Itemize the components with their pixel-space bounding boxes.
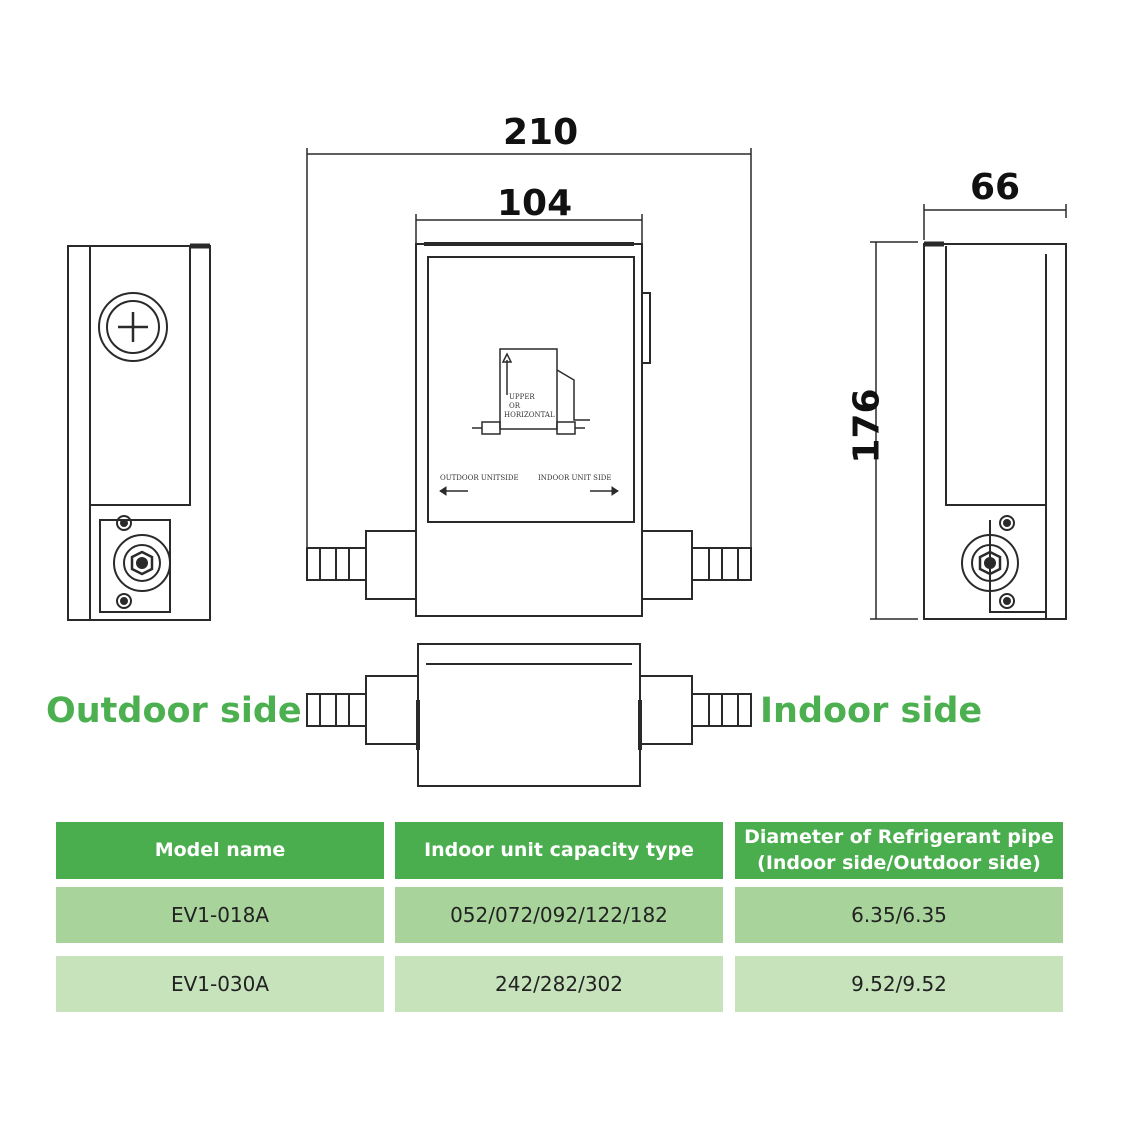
table-row-2-capacity: 242/282/302 (395, 956, 723, 1012)
header-model-name: Model name (56, 822, 384, 879)
height-dimension: 176 (846, 388, 888, 464)
header-pipe-diameter: Diameter of Refrigerant pipe (Indoor sid… (735, 822, 1063, 879)
overall-width-dimension: 210 (503, 112, 579, 153)
plate-horizontal-text: HORIZONTAL (504, 411, 555, 419)
right-side-view (870, 204, 1067, 620)
left-side-view (67, 243, 211, 621)
header-capacity-type: Indoor unit capacity type (395, 822, 723, 879)
depth-dimension: 66 (970, 167, 1021, 208)
outdoor-side-label: Outdoor side (46, 691, 302, 731)
front-view (306, 148, 752, 617)
top-view (306, 643, 752, 787)
table-row-2-diameter: 9.52/9.52 (735, 956, 1063, 1012)
plate-indoor-text: INDOOR UNIT SIDE (538, 474, 611, 482)
table-row-1-model: EV1-018A (56, 887, 384, 943)
plate-outdoor-text: OUTDOOR UNITSIDE (440, 474, 519, 482)
plate-upper-text: UPPER (509, 393, 535, 401)
table-row-1-diameter: 6.35/6.35 (735, 887, 1063, 943)
table-row-2-model: EV1-030A (56, 956, 384, 1012)
indoor-side-label: Indoor side (760, 691, 983, 731)
body-width-dimension: 104 (497, 183, 573, 224)
table-row-1-capacity: 052/072/092/122/182 (395, 887, 723, 943)
plate-or-text: OR (509, 402, 521, 410)
